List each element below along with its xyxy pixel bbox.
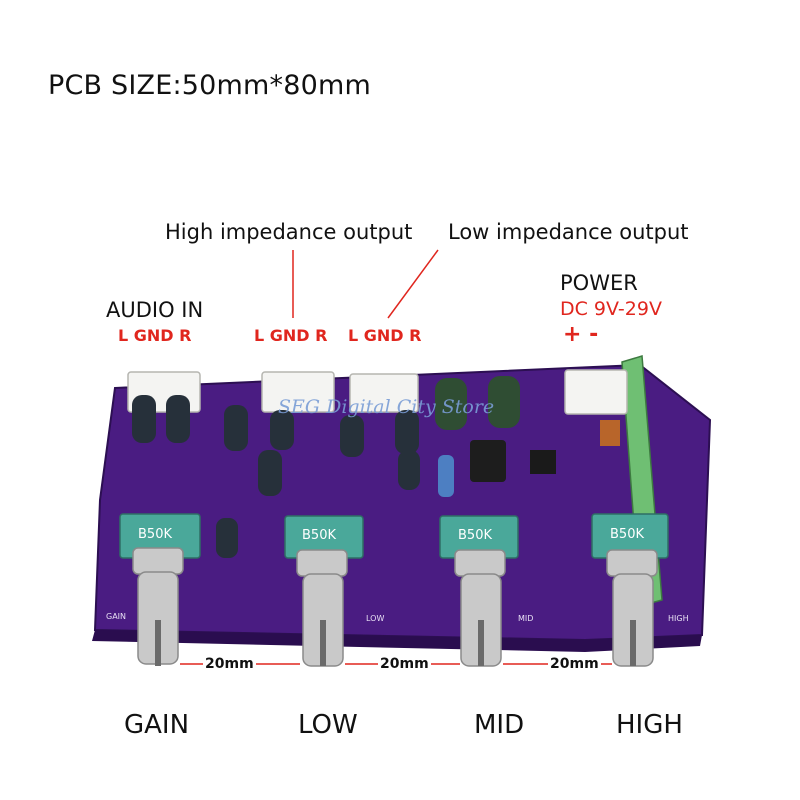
power-polarity: + -: [563, 322, 599, 347]
spacing-label-1: 20mm: [203, 656, 256, 672]
potentiometers: [119, 513, 669, 559]
power-spec: DC 9V-29V: [560, 298, 662, 320]
silk-high: HIGH: [668, 614, 689, 623]
ic-chip: [530, 450, 556, 474]
knob-label-gain: GAIN: [124, 710, 190, 740]
low-out-pins: L GND R: [348, 326, 422, 345]
pcb-edge: [92, 630, 702, 652]
low-impedance-label: Low impedance output: [448, 220, 689, 244]
pot-value-gain: B50K: [138, 527, 172, 542]
pot-value-low: B50K: [302, 528, 336, 543]
high-out-pins: L GND R: [254, 326, 328, 345]
pot-value-mid: B50K: [458, 528, 492, 543]
audio-in-pins: L GND R: [118, 326, 192, 345]
spacing-label-3: 20mm: [548, 656, 601, 672]
silk-mid: MID: [518, 614, 534, 623]
resistor: [438, 455, 454, 497]
pot-value-high: B50K: [610, 527, 644, 542]
power-coil: [600, 420, 620, 446]
store-watermark: SEG Digital City Store: [278, 396, 495, 418]
knob-label-mid: MID: [474, 710, 525, 740]
shaft-slots: [155, 620, 636, 666]
high-impedance-label: High impedance output: [165, 220, 413, 244]
spacing-label-2: 20mm: [378, 656, 431, 672]
low-impedance-pointer: [387, 249, 439, 319]
power-connector: [564, 369, 628, 415]
audio-in-label: AUDIO IN: [106, 298, 204, 322]
high-out-connector: [261, 371, 335, 413]
silk-low: LOW: [366, 614, 385, 623]
capacitors: [132, 376, 520, 558]
knob-label-high: HIGH: [616, 710, 683, 740]
low-out-connector: [349, 373, 419, 413]
pcb-size-title: PCB SIZE:50mm*80mm: [48, 70, 372, 101]
silk-gain: GAIN: [106, 612, 127, 621]
knob-label-low: LOW: [298, 710, 358, 740]
power-label: POWER: [560, 271, 638, 295]
inductor: [470, 440, 506, 482]
